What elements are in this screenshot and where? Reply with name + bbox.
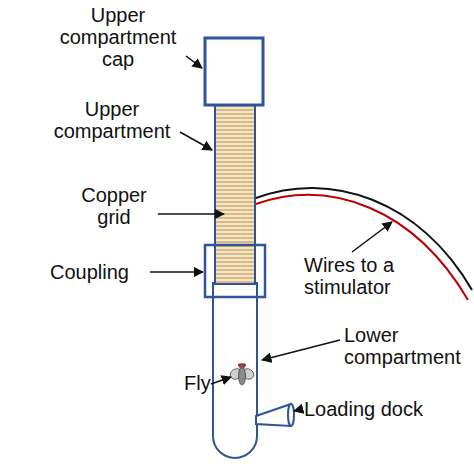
part-label: Loading dock (304, 398, 472, 420)
leader-line (352, 222, 392, 252)
leader-line (186, 56, 202, 68)
part-label: Upper compartment cap (52, 4, 184, 70)
coupling (205, 245, 265, 297)
copper-grid (215, 104, 255, 284)
part-label: Fly (184, 372, 212, 394)
leader-line (158, 213, 224, 215)
loading-dock (256, 404, 291, 426)
leader-line (211, 377, 231, 384)
lower-tube (213, 282, 257, 458)
part-label: Coupling (50, 261, 146, 283)
cap (205, 38, 263, 105)
leader-line (262, 340, 340, 360)
part-label: Lower compartment (344, 324, 472, 368)
tube-wall (256, 282, 258, 297)
tube-wall (212, 282, 214, 297)
dock-opening (288, 404, 294, 426)
leader-line (150, 271, 203, 273)
fly (228, 363, 255, 385)
leader-line (180, 132, 212, 150)
red-wire (256, 195, 468, 300)
part-label: Upper compartment (46, 98, 178, 142)
part-label: Copper grid (72, 184, 156, 228)
part-label: Wires to a stimulator (304, 254, 408, 298)
leader-line (294, 409, 302, 411)
